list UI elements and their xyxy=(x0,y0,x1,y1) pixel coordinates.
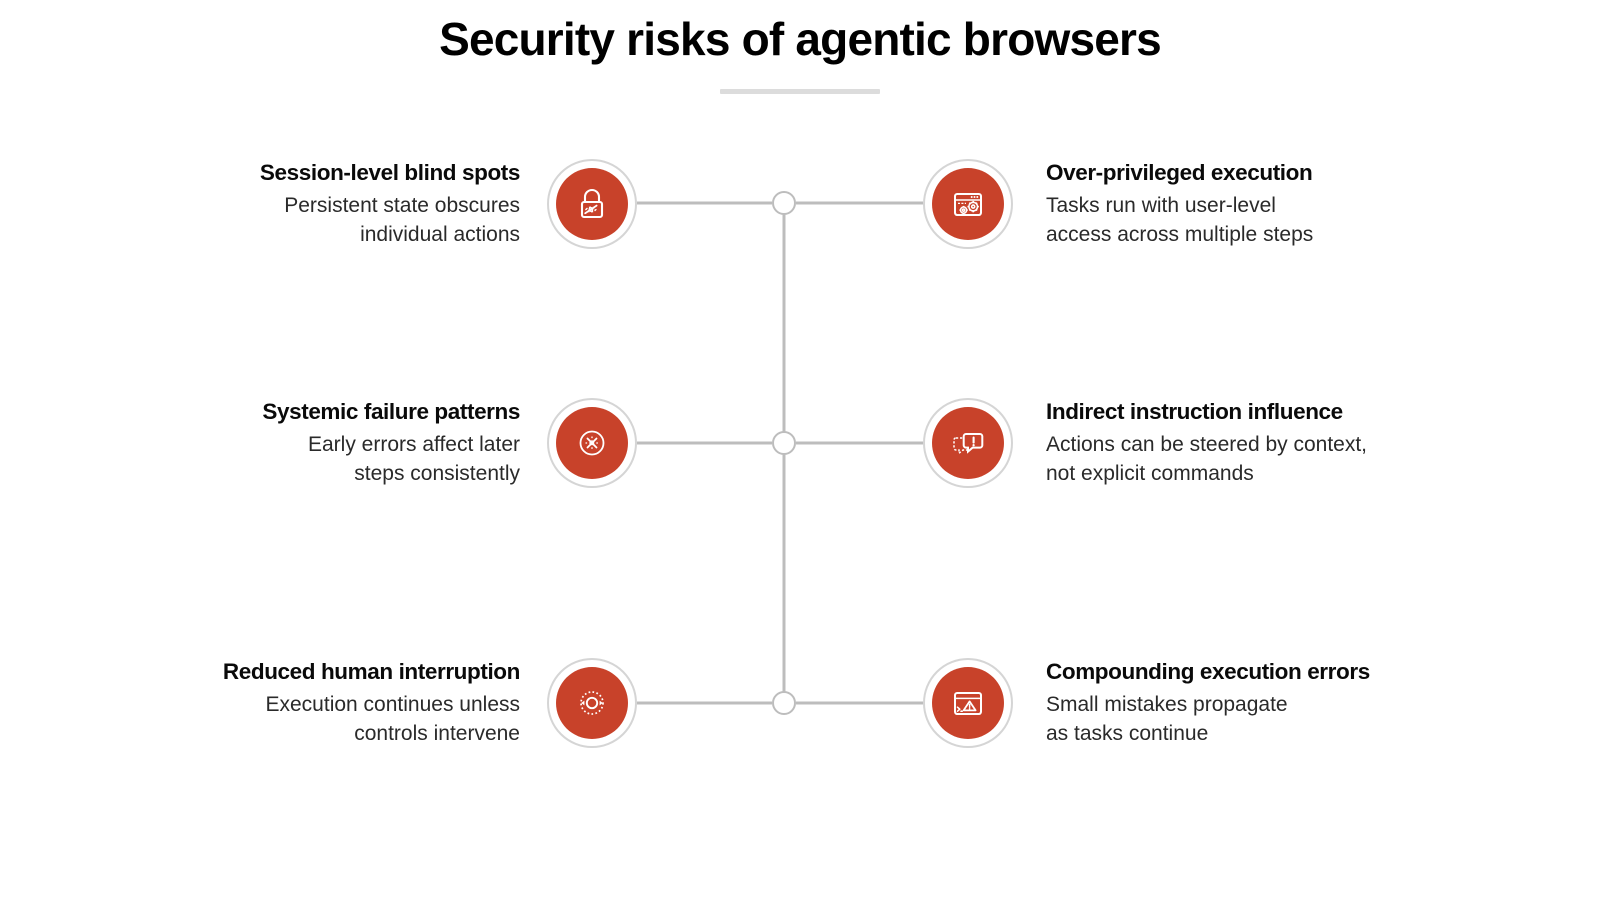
risk-description: Small mistakes propagate as tasks contin… xyxy=(1046,693,1288,745)
icon-badge-speech-bubbles-alert[interactable] xyxy=(923,398,1013,488)
icon-disc xyxy=(932,168,1004,240)
risk-title: Compounding execution errors xyxy=(1046,659,1370,685)
icon-badge-circular-loop[interactable] xyxy=(547,658,637,748)
browser-window-gears-icon xyxy=(954,193,982,216)
speech-bubbles-alert-icon xyxy=(953,433,984,455)
risk-title: Indirect instruction influence xyxy=(1046,399,1343,425)
risk-item-session-level-blind-spots: Session-level blind spots Persistent sta… xyxy=(100,159,520,249)
circular-loop-arrows-icon xyxy=(580,691,604,715)
risk-description: Tasks run with user-level access across … xyxy=(1046,194,1314,246)
padlock-eye-off-icon xyxy=(580,188,604,219)
risk-item-indirect-instruction-influence: Indirect instruction influence Actions c… xyxy=(1046,398,1516,488)
risk-item-compounding-execution-errors: Compounding execution errors Small mista… xyxy=(1046,658,1516,748)
risk-row-3: Reduced human interruption Execution con… xyxy=(0,655,1600,751)
risk-description: Actions can be steered by context, not e… xyxy=(1046,433,1368,485)
icon-badge-terminal-warning[interactable] xyxy=(923,658,1013,748)
risk-description: Persistent state obscures individual act… xyxy=(284,194,520,246)
risk-title: Over-privileged execution xyxy=(1046,160,1313,186)
icon-disc xyxy=(932,407,1004,479)
icon-badge-padlock-eye-off[interactable] xyxy=(547,159,637,249)
risk-description: Execution continues unless controls inte… xyxy=(265,693,521,745)
risk-description: Early errors affect later steps consiste… xyxy=(307,433,520,485)
risk-item-systemic-failure-patterns: Systemic failure patterns Early errors a… xyxy=(100,398,520,488)
icon-badge-circle-cross-failure[interactable] xyxy=(547,398,637,488)
icon-disc xyxy=(556,667,628,739)
hub-node-3 xyxy=(772,691,796,715)
title-divider xyxy=(720,88,880,94)
hub-node-1 xyxy=(772,191,796,215)
icon-disc xyxy=(932,667,1004,739)
icon-disc xyxy=(556,168,628,240)
icon-disc xyxy=(556,407,628,479)
icon-badge-browser-gears[interactable] xyxy=(923,159,1013,249)
risk-title: Systemic failure patterns xyxy=(262,399,520,425)
risk-title: Reduced human interruption xyxy=(222,659,521,685)
risk-row-1: Session-level blind spots Persistent sta… xyxy=(0,156,1600,252)
risk-title: Session-level blind spots xyxy=(259,160,520,186)
risk-row-2: Systemic failure patterns Early errors a… xyxy=(0,395,1600,491)
risk-item-over-privileged-execution: Over-privileged execution Tasks run with… xyxy=(1046,159,1516,249)
hub-node-2 xyxy=(772,431,796,455)
header: Security risks of agentic browsers xyxy=(0,14,1600,94)
page-title: Security risks of agentic browsers xyxy=(439,13,1162,65)
circle-cross-failure-icon xyxy=(579,430,605,456)
risk-item-reduced-human-interruption: Reduced human interruption Execution con… xyxy=(100,658,521,748)
terminal-warning-icon xyxy=(954,692,982,715)
